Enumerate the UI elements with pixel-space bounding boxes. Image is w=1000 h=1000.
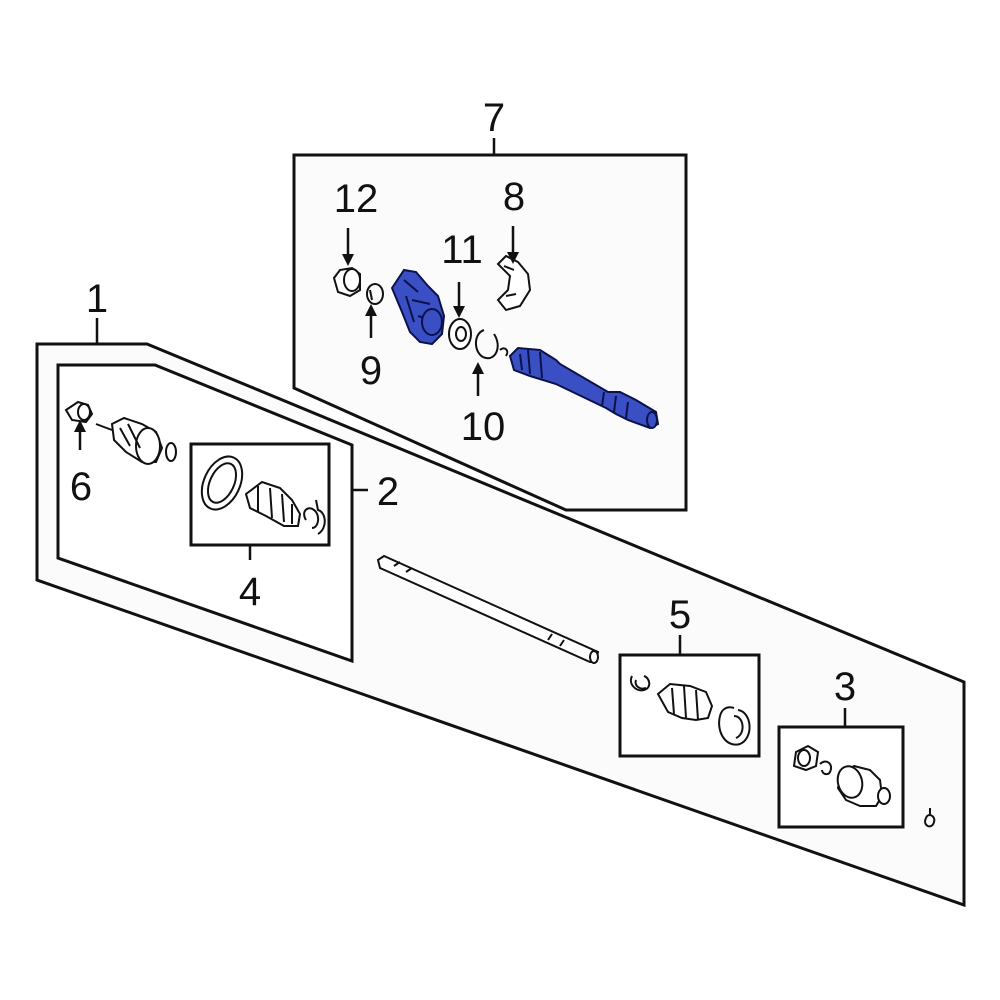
callout-3: 3 [834, 665, 856, 709]
arrow-6 [74, 420, 86, 450]
callout-11: 11 [441, 228, 483, 272]
outer-dust-cap [64, 400, 94, 424]
callout-6: 6 [70, 465, 92, 509]
snap-ring-10 [475, 329, 509, 360]
callout-9: 9 [360, 349, 382, 393]
arrow-9 [365, 304, 377, 338]
arrow-12 [342, 228, 354, 266]
inner-boot-clamp-small [630, 675, 651, 692]
arrow-8 [507, 226, 519, 264]
bearing-support-bracket [390, 268, 446, 346]
seal-12 [332, 266, 361, 298]
arrow-10 [472, 362, 484, 396]
outer-boot-clamp-small [303, 499, 326, 535]
callout-5: 5 [669, 593, 691, 637]
outer-boot [244, 480, 302, 527]
callout-12: 12 [334, 177, 379, 221]
inner-cv-housing [836, 764, 891, 807]
arrow-11 [453, 282, 465, 318]
clip-ring [924, 808, 936, 828]
inner-boot-clamp-large [718, 706, 751, 746]
callout-1: 1 [86, 277, 108, 321]
callout-8: 8 [503, 175, 525, 219]
callout-4: 4 [239, 570, 261, 614]
outer-cv-joint [95, 416, 177, 465]
bearing-11 [448, 318, 472, 350]
intermediate-shaft-panel [292, 138, 688, 512]
outer-boot-clamp-large [200, 455, 244, 511]
callout-7: 7 [483, 96, 505, 140]
inner-tripod-joint [792, 744, 832, 776]
inner-boot [656, 682, 714, 722]
intermediate-shaft[interactable] [508, 346, 660, 430]
callout-2: 2 [377, 470, 399, 514]
snap-ring-9 [366, 283, 384, 305]
axle-shaft [376, 554, 600, 664]
callout-10: 10 [461, 405, 506, 449]
